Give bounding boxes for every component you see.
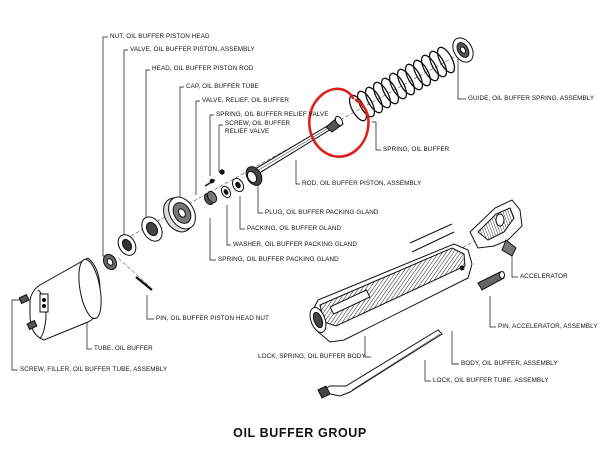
label-screw-relief-valve: SCREW, OIL BUFFER — [225, 120, 291, 127]
label-head-piston-rod: HEAD, OIL BUFFER PISTON ROD — [152, 65, 254, 72]
label-spring-oil-buffer: SPRING, OIL BUFFER — [383, 146, 450, 153]
piston-head-group — [102, 196, 196, 291]
label-lock-tube-assembly: LOCK, OIL BUFFER TUBE, ASSEMBLY — [433, 377, 549, 384]
spring-guide-part — [452, 37, 474, 63]
label-spring-relief-valve: SPRING, OIL BUFFER RELIEF VALVE — [216, 111, 329, 118]
oil-buffer-spring-part — [348, 46, 456, 122]
label-accelerator: ACCELERATOR — [520, 273, 568, 280]
label-pin-piston-head-nut: PIN, OIL BUFFER PISTON HEAD NUT — [156, 315, 269, 322]
label-cap-tube: CAP, OIL BUFFER TUBE — [186, 83, 259, 90]
label-washer-packing-gland: WASHER, OIL BUFFER PACKING GLAND — [233, 241, 358, 248]
label-tube-oil-buffer: TUBE, OIL BUFFER — [94, 345, 153, 352]
diagram-title: OIL BUFFER GROUP — [233, 426, 367, 440]
label-screw-relief-valve-2: RELIEF VALVE — [225, 128, 270, 135]
accelerator-pin-part — [477, 271, 505, 291]
label-guide-spring-assembly: GUIDE, OIL BUFFER SPRING, ASSEMBLY — [468, 95, 595, 102]
label-spring-packing-gland: SPRING, OIL BUFFER PACKING GLAND — [218, 256, 339, 263]
label-plug-packing-gland: PLUG, OIL BUFFER PACKING GLAND — [265, 209, 379, 216]
red-annotation-circle — [308, 87, 370, 158]
gland-parts — [203, 166, 263, 206]
label-screw-filler: SCREW, FILLER, OIL BUFFER TUBE, ASSEMBLY — [20, 366, 168, 373]
label-packing-gland: PACKING, OIL BUFFER GLAND — [247, 225, 342, 232]
label-valve-relief: VALVE, RELIEF, OIL BUFFER — [202, 97, 290, 104]
label-valve-piston-assembly: VALVE, OIL BUFFER PISTON, ASSEMBLY — [130, 46, 255, 53]
label-nut-piston-head: NUT, OIL BUFFER PISTON HEAD — [110, 33, 210, 40]
label-lock-spring-body: LOCK, SPRING, OIL BUFFER BODY — [258, 353, 366, 360]
label-body-assembly: BODY, OIL BUFFER, ASSEMBLY — [461, 360, 558, 367]
label-rod-piston-assembly: ROD, OIL BUFFER PISTON, ASSEMBLY — [302, 180, 422, 187]
tube-lock-part — [317, 329, 443, 399]
leader-lines — [11, 36, 518, 382]
oil-buffer-tube-part — [18, 257, 102, 341]
label-pin-accelerator: PIN, ACCELERATOR, ASSEMBLY — [498, 323, 598, 330]
oil-buffer-body-part — [309, 223, 473, 343]
accelerator-part — [469, 199, 523, 257]
